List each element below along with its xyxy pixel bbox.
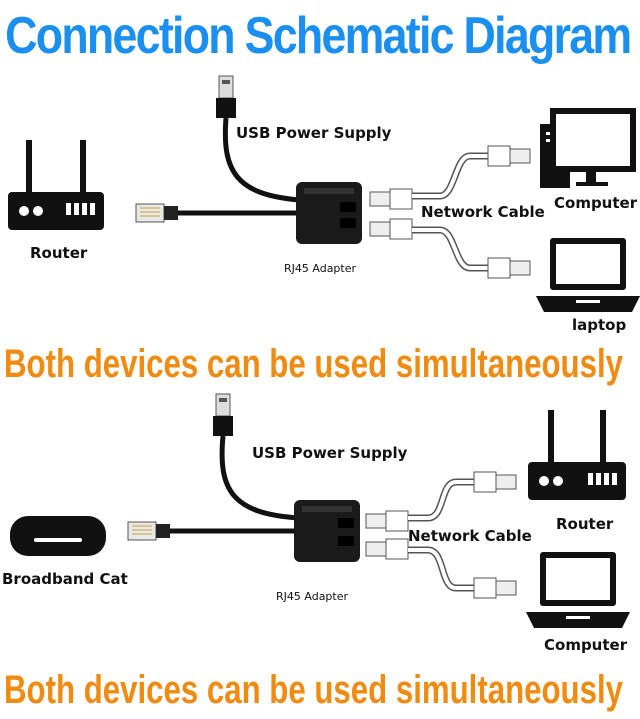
network-cable-icon [369, 145, 531, 279]
left-device-label-2: Broadband Cat [2, 570, 128, 588]
usb-plug-icon-2 [213, 393, 233, 436]
network-cable-label-2: Network Cable [408, 527, 532, 545]
adapter-label: RJ45 Adapter [284, 262, 357, 275]
top-right-device-label: Computer [554, 194, 638, 212]
rj45-plug-icon-2 [127, 521, 170, 541]
simultaneous-banner: Both devices can be used simultaneously [4, 342, 623, 386]
bottom-right-device-label: laptop [572, 316, 627, 334]
computer-icon [540, 108, 636, 188]
network-cable-label: Network Cable [421, 203, 545, 221]
diagram-2 [10, 393, 630, 628]
modem-icon [10, 516, 106, 556]
diagram-1 [8, 75, 640, 312]
usb-power-label: USB Power Supply [236, 124, 392, 142]
laptop-icon [536, 238, 640, 312]
network-cable-icon-2 [365, 471, 517, 599]
rj45-adapter-icon-2 [294, 500, 360, 562]
adapter-label-2: RJ45 Adapter [276, 590, 349, 603]
diagram-title: Connection Schematic Diagram [5, 7, 632, 65]
bottom-right-device-label-2: Computer [544, 636, 628, 654]
usb-power-label-2: USB Power Supply [252, 444, 408, 462]
router-icon-2 [528, 410, 626, 500]
top-right-device-label-2: Router [556, 515, 614, 533]
rj45-adapter-icon [296, 182, 362, 244]
router-icon [8, 140, 104, 230]
simultaneous-banner-2: Both devices can be used simultaneously [4, 668, 623, 712]
usb-plug-icon [216, 75, 236, 118]
rj45-plug-icon [135, 203, 178, 223]
laptop-computer-icon [526, 552, 630, 628]
left-device-label: Router [30, 244, 88, 262]
